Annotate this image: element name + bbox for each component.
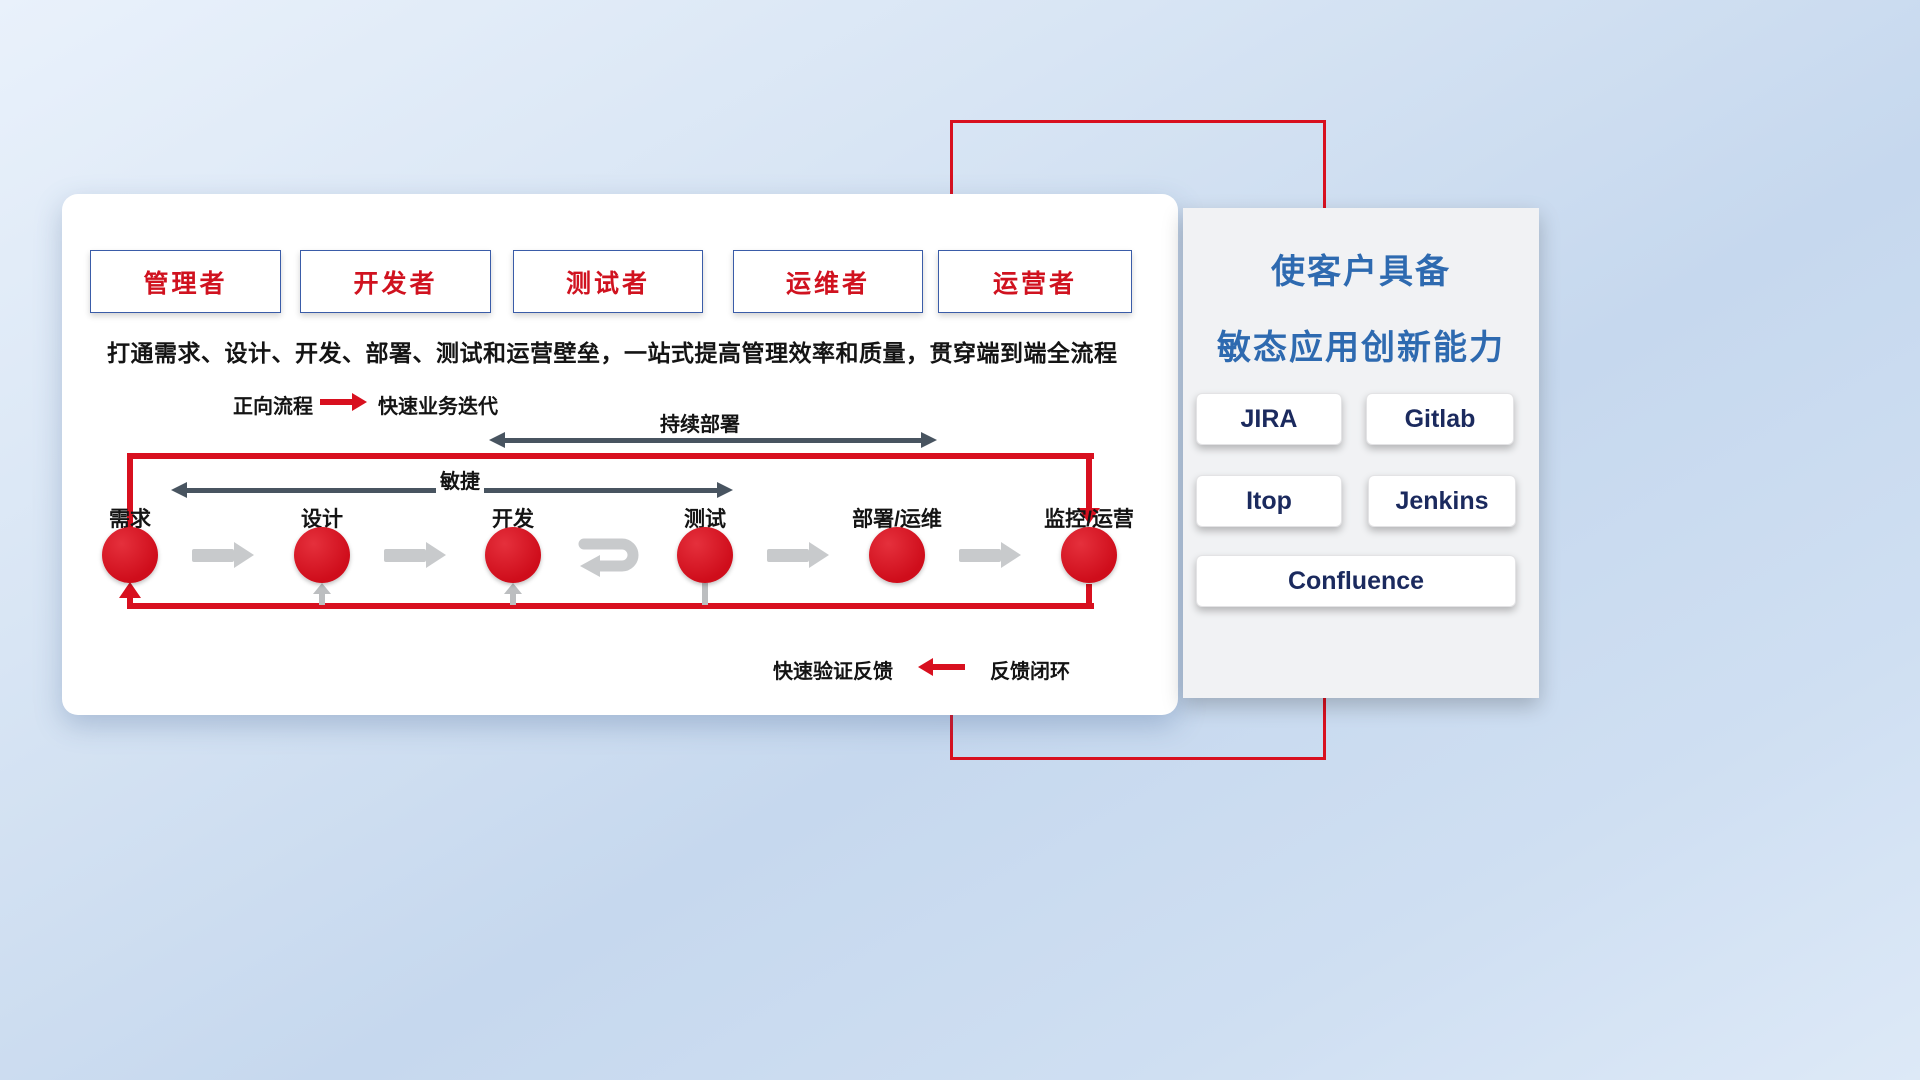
stage-label-design: 设计 bbox=[301, 508, 343, 531]
flow-arrow-icon bbox=[384, 549, 426, 562]
forward-arrow-icon bbox=[320, 399, 352, 405]
capability-title-line1: 使客户具备 bbox=[1271, 253, 1451, 291]
feedback-arrow-icon bbox=[918, 658, 933, 676]
tool-box-itop: Itop bbox=[1196, 475, 1342, 527]
feedback-arrow-icon bbox=[933, 664, 965, 670]
iteration-uturn-arrow-icon bbox=[578, 538, 639, 577]
loop-up-arrow-icon bbox=[119, 582, 141, 598]
flow-arrow-icon bbox=[959, 549, 1001, 562]
continuous-deploy-label: 持续部署 bbox=[656, 408, 744, 437]
stage-label-monitor-op: 监控/运营 bbox=[1044, 508, 1134, 531]
capability-panel: 使客户具备 敏态应用创新能力 JIRA Gitlab Itop Jenkins … bbox=[1183, 208, 1539, 698]
flow-arrow-icon bbox=[192, 549, 234, 562]
feedback-up-arrow-icon bbox=[510, 592, 516, 605]
flow-arrow-icon bbox=[767, 549, 809, 562]
stage-node-test bbox=[677, 527, 733, 583]
stage-label-test: 测试 bbox=[684, 508, 726, 531]
stage-label-deploy-ops: 部署/运维 bbox=[852, 508, 942, 531]
role-label: 管理者 bbox=[143, 269, 228, 298]
tool-box-gitlab: Gitlab bbox=[1366, 393, 1514, 445]
tool-label: Jenkins bbox=[1395, 486, 1489, 515]
tool-label: JIRA bbox=[1240, 404, 1298, 433]
agile-label: 敏捷 bbox=[436, 465, 484, 494]
legend-feedback-label: 快速验证反馈 bbox=[773, 661, 893, 683]
loop-right-bottom-line bbox=[1086, 584, 1092, 609]
role-label: 运营者 bbox=[992, 269, 1077, 298]
tool-label: Gitlab bbox=[1404, 404, 1476, 433]
tool-label: Itop bbox=[1246, 486, 1292, 515]
stage-node-design bbox=[294, 527, 350, 583]
flow-arrow-icon bbox=[1001, 542, 1021, 568]
stage-node-monitor-op bbox=[1061, 527, 1117, 583]
role-box-manager: 管理者 bbox=[90, 250, 281, 313]
role-box-ops: 运维者 bbox=[733, 250, 923, 313]
stage-label-requirements: 需求 bbox=[109, 508, 151, 531]
agile-arrow-icon bbox=[717, 482, 733, 498]
role-box-operator: 运营者 bbox=[938, 250, 1132, 313]
role-label: 运维者 bbox=[785, 269, 870, 298]
tool-box-jenkins: Jenkins bbox=[1368, 475, 1516, 527]
role-label: 开发者 bbox=[353, 269, 438, 298]
flow-arrow-icon bbox=[234, 542, 254, 568]
continuous-deploy-arrow-icon bbox=[921, 432, 937, 448]
tool-box-confluence: Confluence bbox=[1196, 555, 1516, 607]
capability-title-line2: 敏态应用创新能力 bbox=[1217, 329, 1505, 367]
continuous-deploy-arrow-icon bbox=[504, 438, 922, 443]
test-feedback-line bbox=[702, 583, 708, 605]
feedback-up-arrow-icon bbox=[313, 583, 331, 594]
loop-down-arrow-icon bbox=[1078, 508, 1100, 524]
feedback-up-arrow-icon bbox=[319, 592, 325, 605]
loop-top-line bbox=[127, 453, 1094, 459]
stage-node-requirements bbox=[102, 527, 158, 583]
role-box-tester: 测试者 bbox=[513, 250, 703, 313]
stage-node-deploy-ops bbox=[869, 527, 925, 583]
forward-arrow-icon bbox=[352, 393, 367, 411]
continuous-deploy-arrow-icon bbox=[489, 432, 505, 448]
loop-left-bottom-line bbox=[127, 597, 133, 609]
loop-left-top-line bbox=[127, 453, 133, 529]
agile-arrow-icon bbox=[171, 482, 187, 498]
feedback-up-arrow-icon bbox=[504, 583, 522, 594]
legend-feedback-desc: 反馈闭环 bbox=[990, 661, 1070, 683]
legend-forward-desc: 快速业务迭代 bbox=[378, 396, 498, 418]
role-label: 测试者 bbox=[565, 269, 650, 298]
legend-forward-label: 正向流程 bbox=[233, 396, 313, 418]
loop-right-top-line bbox=[1086, 453, 1092, 508]
role-box-developer: 开发者 bbox=[300, 250, 491, 313]
flow-arrow-icon bbox=[809, 542, 829, 568]
stage-node-develop bbox=[485, 527, 541, 583]
tool-box-jira: JIRA bbox=[1196, 393, 1342, 445]
flow-arrow-icon bbox=[426, 542, 446, 568]
panel-subtitle: 打通需求、设计、开发、部署、测试和运营壁垒，一站式提高管理效率和质量，贯穿端到端… bbox=[107, 340, 1118, 366]
loop-bottom-line bbox=[127, 603, 1094, 609]
stage-label-develop: 开发 bbox=[492, 508, 534, 531]
tool-label: Confluence bbox=[1287, 566, 1425, 595]
